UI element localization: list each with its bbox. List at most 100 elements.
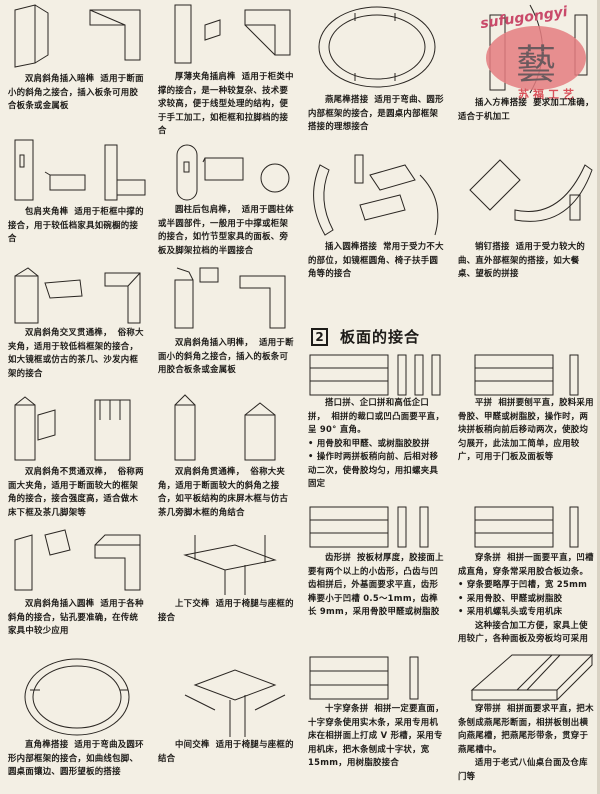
caption-body: 适用于各种斜角的接合，钻孔要准确，在传统家具中较少应用 <box>8 598 144 635</box>
caption-title: 插入圆榫搭接 <box>325 241 378 251</box>
figure-thick-thin-shoulder-tenon <box>174 4 291 64</box>
caption-body: 操作时两拼板稍向前、后相对移动二次，使骨胶均匀，用扣螺夹具固定 <box>308 451 439 488</box>
caption-c1-2: 包肩夹角榫适用于柜框中撑的接合，用于较低档家具如碗橱的接合 <box>8 205 146 246</box>
caption-tail: 这种接合加工方便，家具上使用较广，各种面板及旁板均可采用 <box>458 619 589 644</box>
watermark-stamp: sufugongyi 藝 苏福工艺 <box>478 4 598 101</box>
caption-body: 要求加工准确，适合于机加工 <box>458 97 594 121</box>
caption-body: 俗称大夹角，适用于断面较大的斜角之接合，如平板结构的床屏木框与仿古茶几旁脚木框的… <box>158 466 289 517</box>
figure-serrated-joint <box>309 506 429 548</box>
caption-body: 适用于弯曲、圆形内部框架的接合，是圆桌内部框架搭接的理想接合 <box>308 94 444 131</box>
caption-body: 适用于圆柱体或半圆部件，一般用于中撑或柜架的接合，如竹节型家具的面板、旁板及脚架… <box>158 204 294 255</box>
caption-title: 双肩斜角插入暗榫 <box>25 73 95 83</box>
figure-right-angle-lap-ring <box>24 658 130 736</box>
figure-round-dowel-lap <box>313 154 439 236</box>
page-gutter <box>597 0 600 794</box>
caption-c3-3: 搭口拼、企口拼和高低企口拼，相拼的裁口或凹凸面要平直，呈 90° 直角。 • 用… <box>308 396 446 491</box>
caption-c2-6: 中间交榫适用于椅腿与座框的结合 <box>158 738 296 765</box>
figure-cylinder-rear-shoulder-tenon <box>176 144 290 201</box>
figure-upper-lower-cross-tenon <box>183 535 277 595</box>
bullet-item: • 采用机螺轧头或专用机床 <box>458 606 563 616</box>
figure-cross-through-tenon <box>14 267 141 324</box>
caption-title: 厚薄夹角插肩榫 <box>175 71 236 81</box>
caption-c1-5: 双肩斜角插入圆榫适用于各种斜角的接合，钻孔要准确，在传统家具中较少应用 <box>8 597 146 638</box>
caption-c1-1: 双肩斜角插入暗榫适用于断面小的斜角之接合，插入板条可用胶合板条或金属板 <box>8 72 146 113</box>
caption-c1-4: 双肩斜角不贯通双榫，俗称两面大夹角，适用于断面较大的框架角的接合，接合强度高，适… <box>8 465 146 519</box>
figure-plain-joint <box>474 354 579 396</box>
caption-title: 中间交榫 <box>175 739 210 749</box>
caption-body: 相拼面要求平直，把木条刨成燕尾形断面，相拼板刨出横向燕尾槽，把燕尾形带条，贯穿于… <box>458 703 594 754</box>
caption-title: 圆柱后包肩榫， <box>175 204 236 214</box>
caption-title: 双肩斜角插入圆榫 <box>25 598 95 608</box>
caption-body: 适用于受力较大的曲、直外部框架的搭接，如大餐桌、望板的拼接 <box>458 241 586 278</box>
caption-body: 相拼一面要平直，凹槽成直角，穿条常采用胶合板边条。 <box>458 552 594 576</box>
caption-title: 双肩斜角不贯通双榫， <box>25 466 112 476</box>
caption-c3-2: 插入圆榫搭接常用于受力不大的部位，如镜框圆角、椅子扶手圆角等的接合 <box>308 240 446 281</box>
figure-rabbet-tongue-groove <box>309 354 441 396</box>
caption-body: 用骨胶和甲醛、或树脂胶胶拼 <box>316 437 430 448</box>
caption-body: 相拼的裁口或凹凸面要平直，呈 90° 直角。 <box>308 410 445 435</box>
caption-title: 包肩夹角榫 <box>25 206 69 216</box>
figure-double-shoulder-hidden-tenon <box>14 4 141 68</box>
caption-body: 相拼一定要直面，十字穿条使用实木条，采用专用机床在相拼面上打成 V 形槽，采用专… <box>308 703 444 767</box>
caption-body: 俗称大夹角，适用于较低档框架的接合，如大镜框或仿古的茶几、沙发内框架的接合 <box>8 327 144 378</box>
caption-c2-2: 圆柱后包肩榫，适用于圆柱体或半圆部件，一般用于中撑或柜架的接合，如竹节型家具的面… <box>158 203 296 257</box>
figure-round-dowel-mitre <box>14 529 141 591</box>
caption-c4-2: 销钉搭接适用于受力较大的曲、直外部框架的搭接，如大餐桌、望板的拼接 <box>458 240 596 281</box>
caption-title: 十字穿条拼 <box>325 703 369 713</box>
figure-dovetail-batten-joint <box>470 653 594 701</box>
caption-body: 相拼要刨平直，胶料采用骨胶、甲醛或树脂胶，操作时，两块拼板稍向前后移动两次，使胶… <box>458 397 594 461</box>
caption-c2-3: 双肩斜角插入明榫，适用于断面小的斜角之接合，插入的板条可用胶合板条或金属板 <box>158 336 296 377</box>
caption-body: 采用骨胶、甲醛或树脂胶 <box>466 592 563 603</box>
caption-body: 穿条要略厚于凹槽，宽 25mm <box>466 579 588 589</box>
caption-body: 适用于椅腿与座框的接合 <box>158 598 294 622</box>
caption-tail: 适用于老式八仙桌台面及仓库门等 <box>458 757 588 781</box>
caption-c1-6: 直角榫搭接适用于弯曲及圆环形内部框架的接合，如曲线包脚、圆桌面镶边、圆形望板的搭… <box>8 738 146 779</box>
bullet-item: • 穿条要略厚于凹槽，宽 25mm <box>458 579 588 589</box>
figure-open-mitre-tenon <box>174 267 286 329</box>
caption-c4-1: 插入方榫搭接要求加工准确，适合于机加工 <box>458 96 596 123</box>
caption-c3-5: 十字穿条拼相拼一定要直面，十字穿条使用实木条，采用专用机床在相拼面上打成 V 形… <box>308 702 446 770</box>
bullet-item: • 操作时两拼板稍向前、后相对移动二次，使骨胶均匀，用扣螺夹具固定 <box>308 451 439 488</box>
caption-title: 平拼 <box>475 397 493 407</box>
caption-body: 按板材厚度，胶接面上要有两个以上的小齿形，凸齿与凹齿相拼后，外基面要求平直，齿形… <box>308 552 444 616</box>
caption-c1-3: 双肩斜角交叉贯通榫，俗称大夹角，适用于较低档框架的接合，如大镜框或仿古的茶几、沙… <box>8 326 146 380</box>
caption-title: 齿形拼 <box>325 552 352 562</box>
caption-body: 适用于椅腿与座框的结合 <box>158 739 294 763</box>
caption-title: 穿条拼 <box>475 552 502 562</box>
figure-wrapped-shoulder-tenon <box>14 139 146 201</box>
section-title: 板面的接合 <box>340 328 421 346</box>
caption-title: 双肩斜角交叉贯通榫， <box>25 327 112 337</box>
caption-title: 直角榫搭接 <box>25 739 69 749</box>
section-number: 2 <box>311 327 328 346</box>
caption-body: 适用于弯曲及圆环形内部框架的接合，如曲线包脚、圆桌面镶边、圆形望板的搭接 <box>8 739 144 776</box>
caption-body: 俗称两面大夹角，适用于断面较大的框架角的接合，接合强度高，适合做木床下框及茶几脚… <box>8 466 144 517</box>
caption-c4-5: 穿带拼相拼面要求平直，把木条刨成燕尾形断面，相拼板刨出横向燕尾槽，把燕尾形带条，… <box>458 702 596 783</box>
caption-body: 适用于柜类中撑的接合，是一种较复杂、技术要求较高，便于线型处理的结构，便于手工加… <box>158 71 294 135</box>
caption-title: 搭口拼、企口拼和高低企口拼， <box>308 397 430 421</box>
caption-body: 常用于受力不大的部位，如镜框圆角、椅子扶手圆角等的接合 <box>308 241 444 278</box>
caption-body: 适用于断面小的斜角之接合，插入的板条可用胶合板条或金属板 <box>158 337 294 374</box>
caption-title: 燕尾榫搭接 <box>325 94 369 104</box>
bullet-item: • 采用骨胶、甲醛或树脂胶 <box>458 592 563 603</box>
caption-title: 双肩斜角贯通榫， <box>175 466 245 476</box>
figure-through-mitre-tenon <box>174 394 276 461</box>
caption-title: 上下交榫 <box>175 598 210 608</box>
caption-c2-4: 双肩斜角贯通榫，俗称大夹角，适用于断面较大的斜角之接合，如平板结构的床屏木框与仿… <box>158 465 296 519</box>
caption-title: 插入方榫搭接 <box>475 97 528 107</box>
caption-c4-3: 平拼相拼要刨平直，胶料采用骨胶、甲醛或树脂胶，操作时，两块拼板稍向前后移动两次，… <box>458 396 596 464</box>
caption-body: 采用机螺轧头或专用机床 <box>466 606 563 616</box>
caption-c2-1: 厚薄夹角插肩榫适用于柜类中撑的接合，是一种较复杂、技术要求较高，便于线型处理的结… <box>158 70 296 138</box>
caption-c4-4: 穿条拼相拼一面要平直，凹槽成直角，穿条常采用胶合板边条。 • 穿条要略厚于凹槽，… <box>458 551 596 646</box>
section-heading: 2 板面的接合 <box>311 326 420 347</box>
caption-body: 适用于断面小的斜角之接合，插入板条可用胶合板条或金属板 <box>8 73 144 110</box>
stamp-chinese-text: 苏福工艺 <box>518 88 578 101</box>
caption-c3-1: 燕尾榫搭接适用于弯曲、圆形内部框架的接合，是圆桌内部框架搭接的理想接合 <box>308 93 446 134</box>
figure-dowel-pin-lap <box>469 159 593 222</box>
caption-c2-5: 上下交榫适用于椅腿与座框的接合 <box>158 597 296 624</box>
caption-title: 穿带拼 <box>475 703 502 713</box>
caption-body: 适用于柜框中撑的接合，用于较低档家具如碗橱的接合 <box>8 206 144 243</box>
bullet-item: • 用骨胶和甲醛、或树脂胶胶拼 <box>308 437 430 448</box>
caption-title: 双肩斜角插入明榫， <box>175 337 254 347</box>
caption-c3-4: 齿形拼按板材厚度，胶接面上要有两个以上的小齿形，凸齿与凹齿相拼后，外基面要求平直… <box>308 551 446 619</box>
figure-cross-spline-joint <box>309 656 419 700</box>
